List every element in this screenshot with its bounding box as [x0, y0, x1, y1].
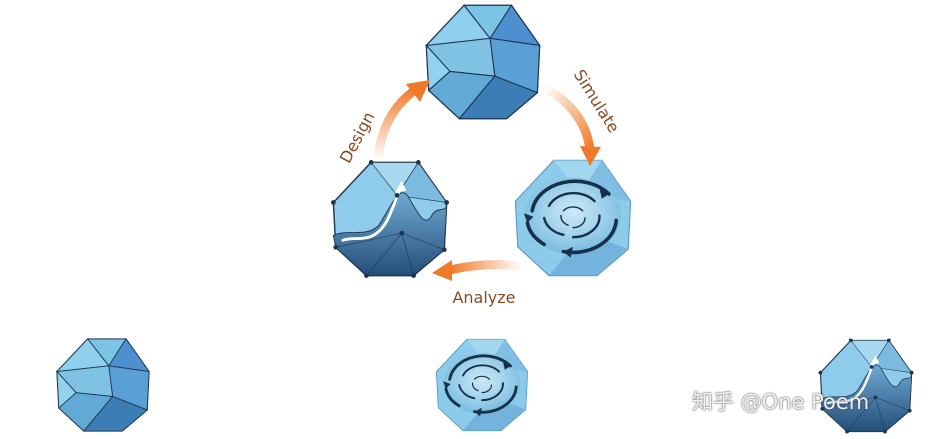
vortex-polyhedron-icon [513, 158, 633, 278]
plain-polyhedron-icon [425, 4, 541, 120]
wave-polyhedron-icon [329, 158, 451, 280]
design-arrow-icon [373, 80, 430, 165]
analyze-arrow-icon [432, 260, 527, 281]
plain-polyhedron-icon [56, 338, 150, 432]
analyze-label: Analyze [452, 288, 515, 307]
design-label: Design [336, 109, 379, 167]
watermark: 知乎 @One Poem [692, 390, 870, 414]
vortex-polyhedron-icon [434, 337, 530, 433]
simulate-arrow-icon [540, 83, 601, 166]
